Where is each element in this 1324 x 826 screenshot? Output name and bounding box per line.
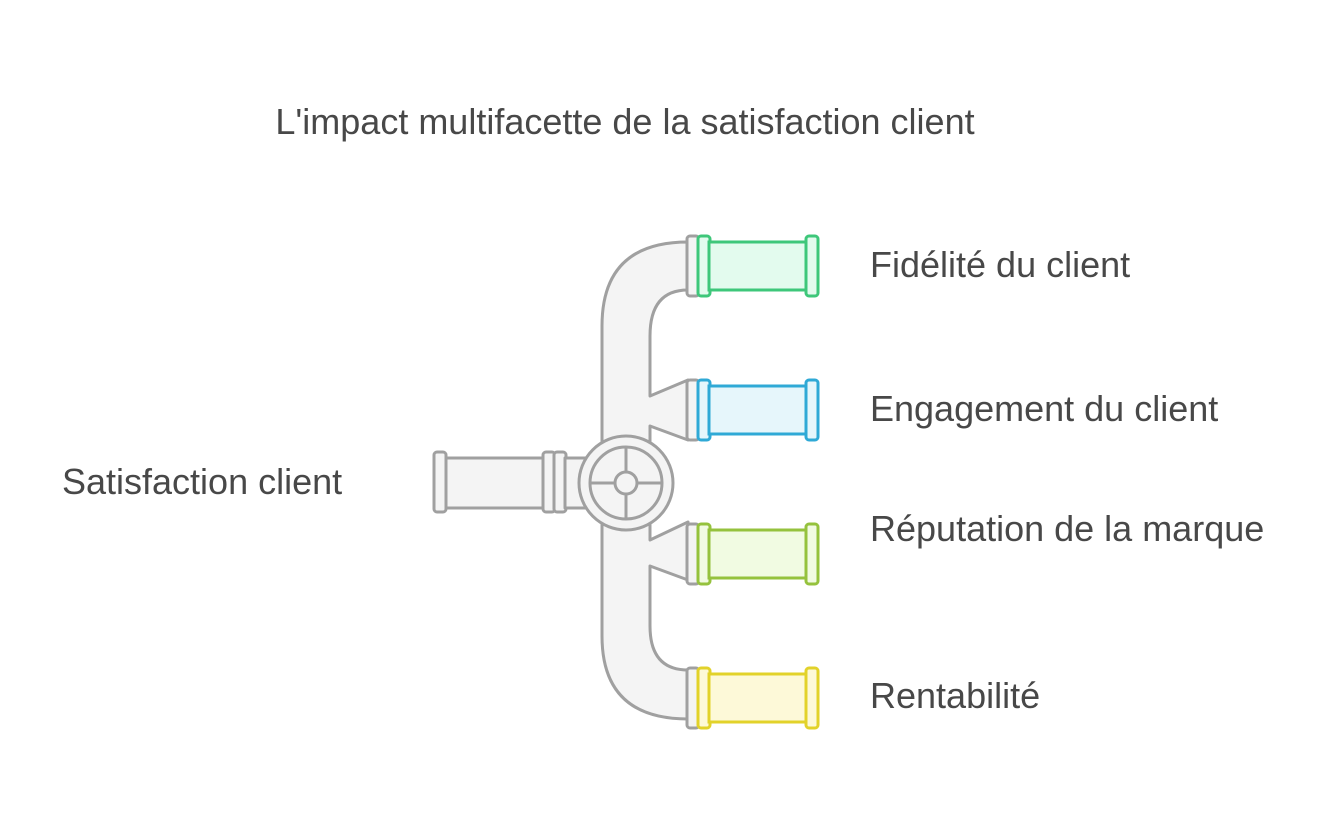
output-label-rentabilite: Rentabilité [870,675,1041,716]
output-label-fidelite: Fidélité du client [870,244,1131,285]
output-pipe-fidelite [685,234,820,298]
output-pipe-rentabilite [685,666,820,730]
valve-icon [577,434,675,532]
output-pipe-engagement [685,378,820,442]
source-label: Satisfaction client [62,461,343,502]
output-pipe-reputation [685,522,820,586]
inlet-pipe [432,450,597,514]
output-label-reputation: Réputation de la marque [870,508,1265,549]
diagram-title: L'impact multifacette de la satisfaction… [275,101,975,142]
output-label-engagement: Engagement du client [870,388,1219,429]
